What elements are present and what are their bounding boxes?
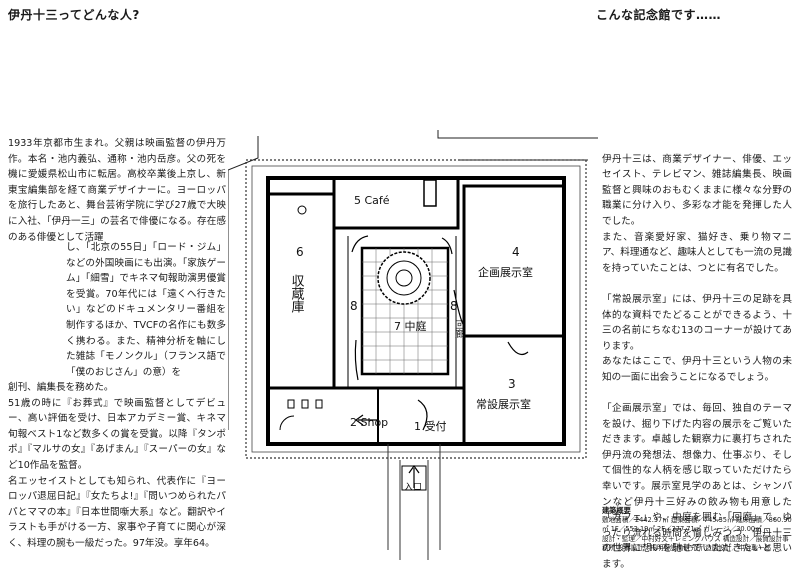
spec-line-1: 敷地面積／2442.97㎡ 建築面積／745.35㎡ 延床面積／860.90㎡ … (602, 515, 792, 534)
room-cafe (332, 176, 460, 230)
label-corridor-right-number: 8 (450, 299, 458, 313)
label-corridor-left: 8 (350, 299, 358, 313)
storage-column-icon (297, 205, 307, 215)
spec-title: 建築概要 (602, 506, 631, 515)
label-permanent: 常設展示室 (476, 397, 531, 411)
bio-paragraph-top: 1933年京都市生まれ。父親は映画監督の伊丹万作。本名・池内義弘、通称・池内岳彦… (8, 138, 226, 243)
label-corridor-right: 回廊 (453, 320, 464, 339)
bio-paragraph-bottom: 創刊、編集長を務めた。 51歳の時に『お葬式』で映画監督としてデビュー、高い評価… (8, 382, 226, 549)
bio-paragraph-middle: し、「北京の55日」「ロード・ジム」などの外国映画にも出演。「家族ゲーム」「細雪… (66, 242, 226, 378)
building-spec: 建築概要 敷地面積／2442.97㎡ 建築面積／745.35㎡ 延床面積／860… (602, 506, 794, 554)
spec-line-2: 設計・監理／中村好文＋レミングハウス 構造設計／展賀設計事務所 設備設計／桐明野… (602, 534, 789, 553)
about-paragraph-2: 「常設展示室」には、伊丹十三の足跡を具体的な資料でたどることができるよう、十三の… (602, 293, 792, 383)
bio-text-middle: し、「北京の55日」「ロード・ジム」などの外国映画にも出演。「家族ゲーム」「細雪… (66, 240, 226, 380)
heading-right: こんな記念館です…… (596, 8, 722, 22)
heading-left: 伊丹十三ってどんな人? (8, 8, 140, 22)
about-paragraph-3: 「企画展示室」では、毎回、独自のテーマを設け、掘り下げた内容の展示をご覧いただき… (602, 403, 792, 571)
bio-text-bottom: 創刊、編集長を務めた。 51歳の時に『お葬式』で映画監督としてデビュー、高い評価… (8, 380, 226, 552)
label-storage: 収蔵庫 (289, 274, 305, 313)
tree-icon (377, 251, 431, 305)
label-planning: 企画展示室 (478, 265, 533, 279)
label-planning-number: 4 (512, 245, 520, 259)
about-paragraph-1: 伊丹十三は、商業デザイナー、俳優、エッセイスト、テレビマン、雑誌編集長、映画監督… (602, 153, 792, 274)
label-storage-number: 6 (296, 245, 304, 259)
flow-arrows (351, 235, 529, 488)
cafe-counter (423, 179, 437, 207)
courtyard (360, 246, 450, 376)
room-planning (462, 184, 566, 338)
toilet-icons (279, 399, 323, 431)
label-cafe: 5 Café (354, 194, 390, 207)
label-reception: 1 受付 (414, 420, 447, 433)
label-shop: 2 Shop (350, 416, 388, 429)
bio-text-top: 1933年京都市生まれ。父親は映画監督の伊丹万作。本名・池内義弘、通称・池内岳彦… (8, 136, 226, 245)
label-permanent-number: 3 (508, 377, 516, 391)
room-permanent (462, 334, 566, 446)
floor-plan: 5 Café 6 収蔵庫 4 企画展示室 8 7 中庭 8 回廊 3 常設展示室… (228, 130, 598, 560)
label-entrance: 入口 (404, 482, 422, 493)
label-courtyard: 7 中庭 (394, 319, 427, 333)
outer-wall-band (245, 159, 587, 459)
entrance-path (387, 444, 441, 560)
about-text: 伊丹十三は、商業デザイナー、俳優、エッセイスト、テレビマン、雑誌編集長、映画監督… (602, 136, 792, 588)
